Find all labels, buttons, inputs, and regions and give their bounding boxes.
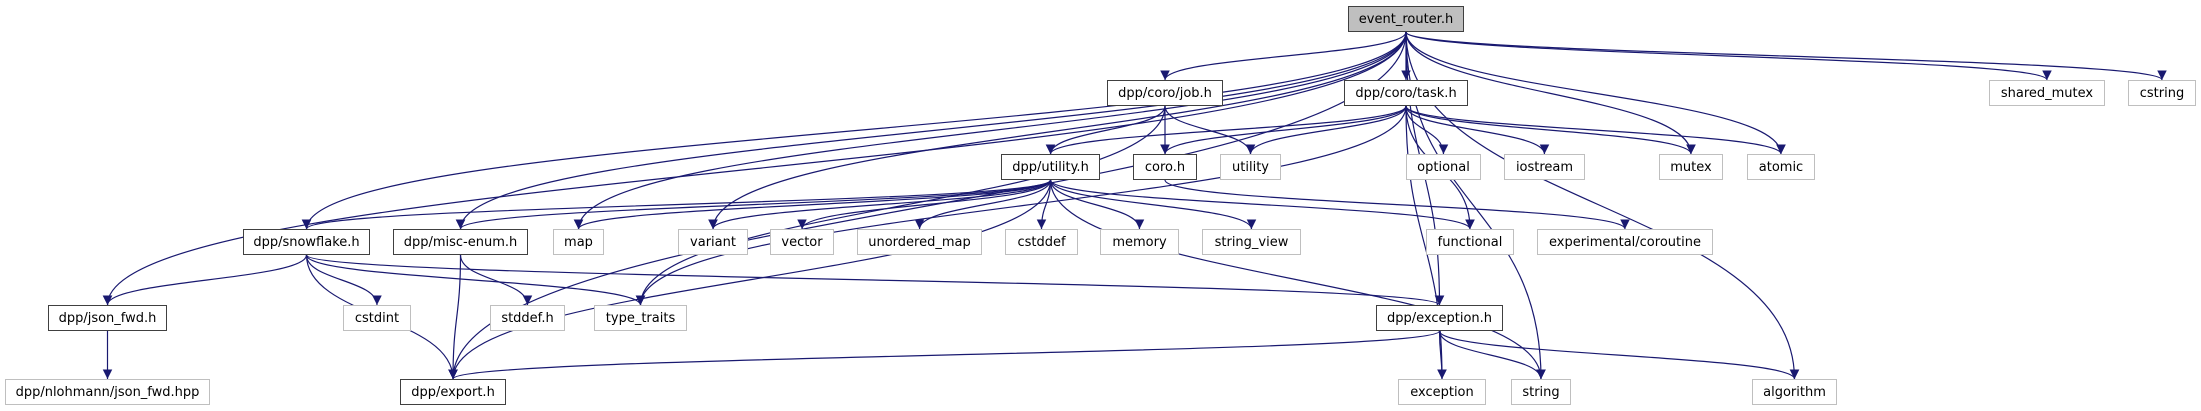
node-exception: exception: [1398, 379, 1486, 405]
edge-event_router-to-map: [573, 31, 1407, 230]
node-variant: variant: [678, 229, 748, 255]
edge-event_router-to-misc_enum: [455, 31, 1407, 230]
edge-utility_h-to-vector: [797, 179, 1052, 230]
node-exp-coroutine: experimental/coroutine: [1537, 229, 1713, 255]
node-event-router: event_router.h: [1348, 6, 1464, 32]
node-map: map: [553, 229, 604, 255]
edge-task-to-utility_h: [1045, 105, 1407, 155]
edge-utility_h-to-snowflake: [301, 179, 1052, 230]
edge-snowflake-to-type_traits: [305, 254, 646, 306]
edge-task-to-iostream: [1405, 105, 1550, 155]
edge-utility_h-to-string_view: [1049, 179, 1257, 230]
edge-coro-to-exp_coroutine: [1164, 179, 1630, 230]
edge-utility_h-to-variant: [708, 179, 1052, 230]
node-unordered-map: unordered_map: [857, 229, 982, 255]
node-json-fwd[interactable]: dpp/json_fwd.h: [48, 305, 167, 331]
node-atomic: atomic: [1747, 154, 1815, 180]
edge-event_router-to-snowflake: [301, 31, 1407, 230]
edge-utility_h-to-export: [448, 179, 1052, 380]
edge-snowflake-to-cstdint: [305, 254, 382, 306]
edge-utility_h-to-map: [573, 179, 1052, 230]
node-functional: functional: [1426, 229, 1514, 255]
edge-job-to-utility_h: [1045, 105, 1166, 155]
node-nlohmann: dpp/nlohmann/json_fwd.hpp: [5, 379, 210, 405]
edge-misc_enum-to-export: [448, 254, 462, 380]
edge-task-to-coro: [1160, 105, 1407, 155]
edge-utility_h-to-string: [1049, 179, 1546, 380]
node-utility: utility: [1220, 154, 1281, 180]
edge-utility_h-to-functional: [1049, 179, 1475, 230]
node-export[interactable]: dpp/export.h: [400, 379, 506, 405]
edge-event_router-to-cstring: [1405, 31, 2167, 81]
node-optional: optional: [1406, 154, 1481, 180]
node-exception-h[interactable]: dpp/exception.h: [1376, 305, 1503, 331]
edge-event_router-to-job: [1160, 31, 1407, 81]
node-algorithm: algorithm: [1752, 379, 1837, 405]
node-string-view: string_view: [1202, 229, 1301, 255]
edge-exception_h-to-string: [1438, 330, 1546, 380]
node-stddef: stddef.h: [490, 305, 565, 331]
node-coro[interactable]: coro.h: [1133, 154, 1197, 180]
node-job[interactable]: dpp/coro/job.h: [1107, 80, 1223, 106]
node-mutex: mutex: [1659, 154, 1723, 180]
edge-exception_h-to-exception: [1437, 330, 1447, 380]
edge-task-to-type_traits: [635, 105, 1407, 306]
edge-snowflake-to-json_fwd: [102, 254, 308, 306]
edge-event_router-to-json_fwd: [102, 31, 1407, 306]
node-cstddef: cstddef: [1005, 229, 1078, 255]
edge-snowflake-to-exception_h: [305, 254, 1444, 306]
node-shared-mutex: shared_mutex: [1989, 80, 2105, 106]
edge-task-to-mutex: [1405, 105, 1696, 155]
node-string: string: [1511, 379, 1571, 405]
edge-exception_h-to-algorithm: [1438, 330, 1800, 380]
edge-utility_h-to-memory: [1049, 179, 1145, 230]
edge-task-to-utility: [1245, 105, 1407, 155]
node-cstring: cstring: [2128, 80, 2196, 106]
edge-event_router-to-mutex: [1405, 31, 1696, 155]
node-memory: memory: [1100, 229, 1179, 255]
edge-utility_h-to-unordered_map: [914, 179, 1052, 230]
node-iostream: iostream: [1504, 154, 1585, 180]
node-cstdint: cstdint: [343, 305, 411, 331]
edge-exception_h-to-export: [448, 330, 1441, 380]
edge-utility_h-to-misc_enum: [455, 179, 1052, 230]
node-task[interactable]: dpp/coro/task.h: [1344, 80, 1468, 106]
node-snowflake[interactable]: dpp/snowflake.h: [243, 229, 370, 255]
node-misc-enum[interactable]: dpp/misc-enum.h: [393, 229, 528, 255]
node-vector: vector: [770, 229, 834, 255]
edge-job-to-type_traits: [635, 105, 1166, 306]
edge-event_router-to-variant: [708, 31, 1407, 230]
edge-event_router-to-shared_mutex: [1405, 31, 2052, 81]
edge-event_router-to-atomic: [1405, 31, 1786, 155]
node-type-traits: type_traits: [594, 305, 687, 331]
edge-misc_enum-to-stddef: [459, 254, 533, 306]
edge-task-to-atomic: [1405, 105, 1786, 155]
edge-task-to-optional: [1405, 105, 1449, 155]
node-utility-h[interactable]: dpp/utility.h: [1001, 154, 1100, 180]
